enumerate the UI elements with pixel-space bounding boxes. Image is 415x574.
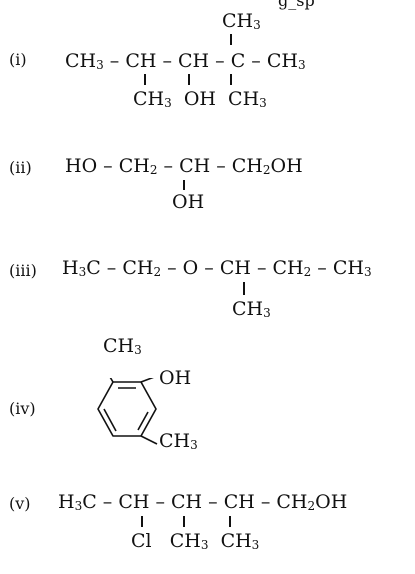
formula-iv-oh: OH xyxy=(159,367,192,389)
item-label-i: (i) xyxy=(9,50,27,69)
formula-v-bottom: Cl CH3 CH3 xyxy=(131,530,260,552)
bond-v-2 xyxy=(183,516,185,527)
bond-ii-1 xyxy=(183,180,185,190)
item-label-v: (v) xyxy=(9,494,31,513)
bond-v-1 xyxy=(141,516,143,527)
formula-iv-top: CH3 xyxy=(103,335,142,357)
bond-iii-1 xyxy=(243,282,245,295)
item-label-ii: (ii) xyxy=(9,158,32,177)
formula-i-main: CH3 – CH – CH – C – CH3 xyxy=(65,50,306,72)
formula-ii-bottom: OH xyxy=(172,191,205,213)
formula-iii-bottom: CH3 xyxy=(232,298,271,320)
item-label-iv: (iv) xyxy=(9,399,36,418)
formula-v-main: H3C – CH – CH – CH – CH2OH xyxy=(58,491,348,513)
bond-i-1 xyxy=(144,74,146,85)
formula-iii-main: H3C – CH2 – O – CH – CH2 – CH3 xyxy=(62,257,372,279)
bond-i-2 xyxy=(188,74,190,85)
formula-i-bottom: CH3 OH CH3 xyxy=(133,88,267,110)
bond-i-top xyxy=(230,34,232,45)
benzene-ring-diagram xyxy=(97,378,158,445)
bond-v-3 xyxy=(229,516,231,527)
formula-iv-bottom: CH3 xyxy=(159,430,198,452)
clipped-header-text: g_sp xyxy=(278,0,315,10)
bond-i-3 xyxy=(230,74,232,85)
formula-i-top: CH3 xyxy=(222,10,261,32)
formula-ii-main: HO – CH2 – CH – CH2OH xyxy=(65,155,303,177)
item-label-iii: (iii) xyxy=(9,261,37,280)
